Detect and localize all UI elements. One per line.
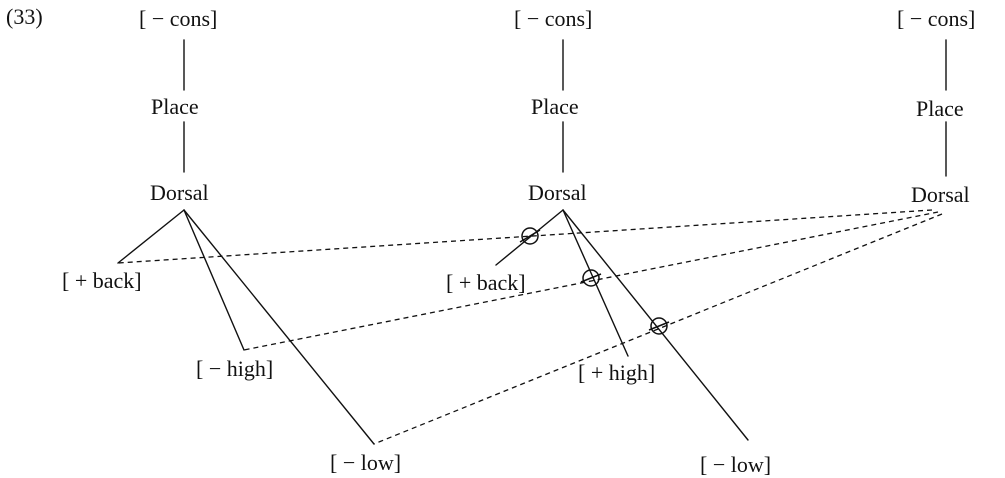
delink-low-mark (648, 317, 670, 335)
tree2-dorsal-low-line (562, 209, 749, 441)
tree1-dorsal-back-line (117, 209, 185, 264)
tree1-dorsal-low-line (183, 209, 375, 445)
tree2-root-label: [ − cons] (514, 6, 593, 31)
delink-high-mark (580, 269, 602, 287)
tree3-dorsal-label: Dorsal (911, 182, 970, 207)
tree2-back-label: [ + back] (446, 270, 526, 295)
tree2-low-label: [ − low] (700, 452, 772, 477)
tree2-dorsal-label: Dorsal (528, 180, 587, 205)
tree1-high-label: [ − high] (196, 356, 274, 381)
tree1-dorsal-high-line (183, 209, 245, 351)
delink-back-mark (519, 227, 541, 245)
tree1-low-label: [ − low] (330, 450, 402, 475)
tree1-dorsal-label: Dorsal (150, 180, 209, 205)
spread-high-dashed-line (243, 211, 939, 351)
spread-back-dashed-line (117, 209, 933, 264)
tree2-high-label: [ + high] (578, 360, 656, 385)
tree3-place-label: Place (916, 96, 964, 121)
tree2-dorsal-back-line (495, 209, 564, 266)
spread-low-dashed-line (373, 213, 943, 445)
tree1-back-label: [ + back] (62, 268, 142, 293)
tree3-root-label: [ − cons] (897, 6, 976, 31)
tree1-root-label: [ − cons] (139, 6, 218, 31)
tree2-place-label: Place (531, 94, 579, 119)
example-number: (33) (6, 4, 43, 29)
tree2-dorsal-high-line (562, 209, 629, 357)
tree1-place-label: Place (151, 94, 199, 119)
